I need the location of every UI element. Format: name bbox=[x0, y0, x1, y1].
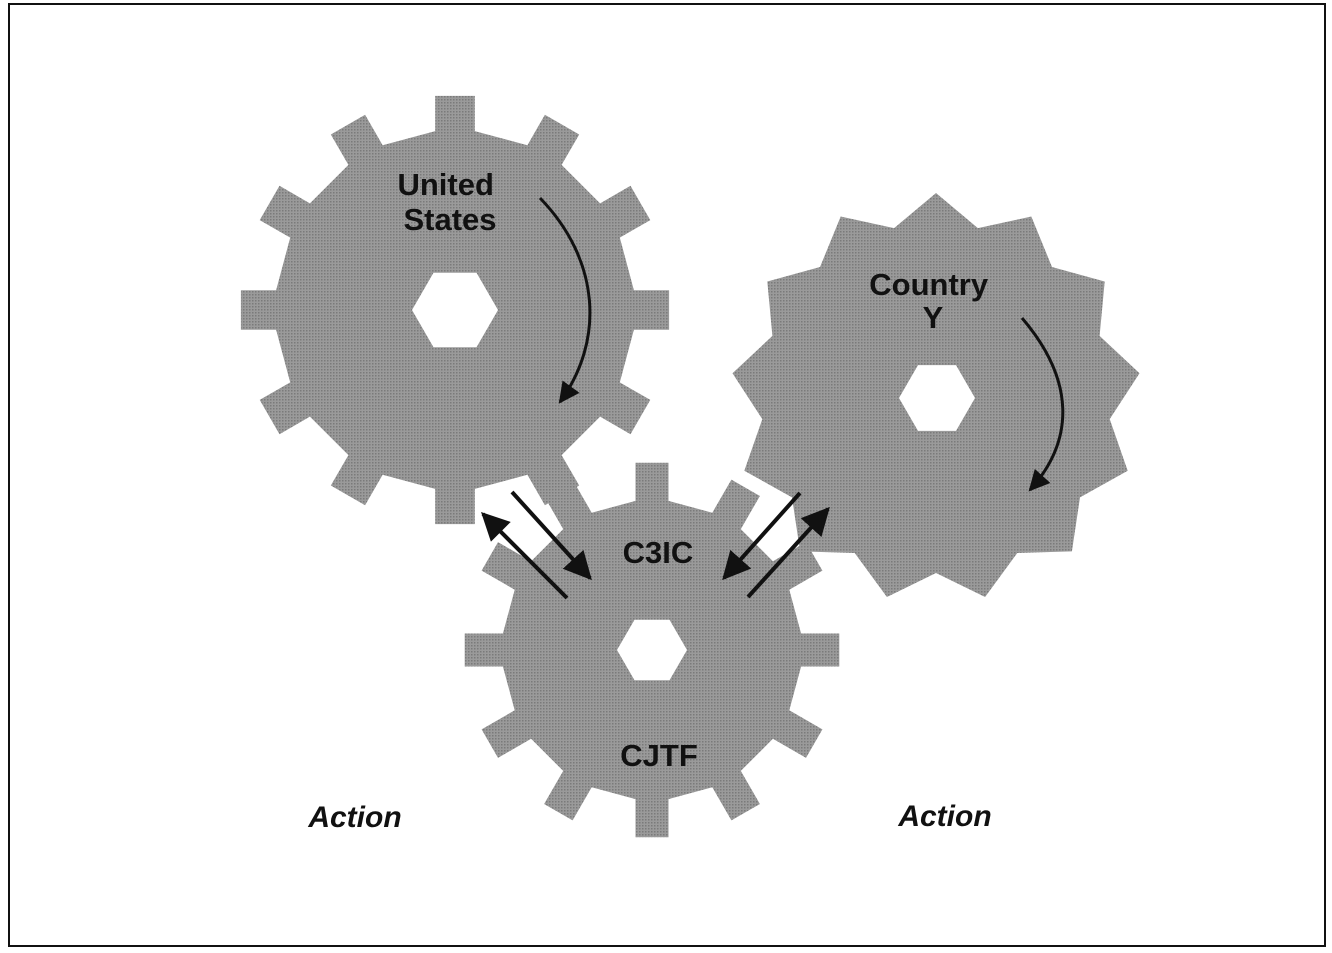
united-states-rotation-arrow bbox=[538, 196, 592, 404]
cjtf-gear bbox=[464, 462, 840, 838]
country-y-rotation-arrow bbox=[1020, 317, 1065, 492]
cjtf-label: CJTF bbox=[620, 738, 698, 773]
united-states-gear bbox=[240, 95, 670, 525]
c3ic-to-y-arrow bbox=[746, 506, 830, 599]
y-to-c3ic-arrow bbox=[722, 491, 802, 581]
country-y-label-line-2: Y bbox=[923, 300, 944, 335]
action-left-label: Action bbox=[307, 801, 401, 834]
country-y-gear bbox=[732, 193, 1140, 597]
country-y-label: Country Y bbox=[869, 267, 996, 335]
c3ic-to-us-arrow bbox=[481, 512, 569, 600]
united-states-label-line-1: United bbox=[397, 167, 493, 202]
action-right-label: Action bbox=[897, 800, 991, 833]
c3ic-label: C3IC bbox=[623, 535, 694, 570]
country-y-label-line-1: Country bbox=[869, 267, 989, 302]
united-states-label: United States bbox=[397, 167, 502, 237]
united-states-label-line-2: States bbox=[403, 202, 496, 237]
us-to-c3ic-arrow bbox=[510, 490, 592, 581]
